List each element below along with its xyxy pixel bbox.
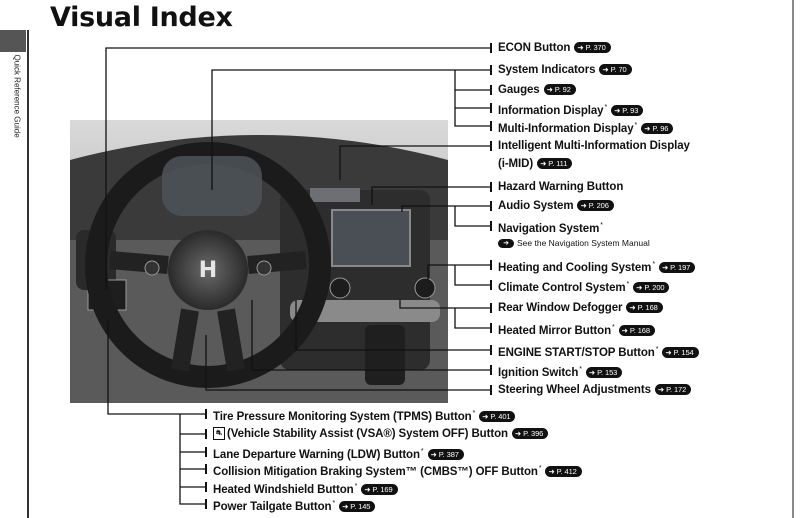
- page-ref-heating-cooling[interactable]: ➜P. 197: [658, 262, 696, 274]
- label-power-tailgate-button: Power Tailgate Button*➜P. 145: [213, 497, 376, 514]
- label-hazard-warning-button: Hazard Warning Button: [498, 181, 624, 193]
- page-title: Visual Index: [50, 2, 233, 33]
- label-heated-mirror-button: Heated Mirror Button*➜P. 168: [498, 321, 655, 338]
- label-ldw-button: Lane Departure Warning (LDW) Button*➜P. …: [213, 445, 464, 462]
- label-cmbs-off-button: Collision Mitigation Braking System™ (CM…: [213, 462, 582, 479]
- arrow-icon: ➜: [498, 239, 514, 249]
- label-heating-cooling-system: Heating and Cooling System*➜P. 197: [498, 258, 696, 275]
- label-navigation-system: Navigation System*: [498, 222, 603, 235]
- page-ref-gauges[interactable]: ➜P. 92: [543, 84, 576, 96]
- page-ref-engine-start[interactable]: ➜P. 154: [662, 347, 699, 359]
- navigation-manual-note[interactable]: ➜See the Navigation System Manual: [498, 237, 650, 249]
- page-ref-heated-windshield[interactable]: ➜P. 169: [361, 484, 398, 496]
- page-ref-cmbs[interactable]: ➜P. 412: [545, 466, 582, 478]
- page-ref-multi-information-display[interactable]: ➜P. 96: [641, 123, 674, 135]
- page-ref-ldw[interactable]: ➜P. 387: [427, 449, 464, 461]
- label-imid-line1: Intelligent Multi-Information Display: [498, 140, 690, 152]
- label-tpms-button: Tire Pressure Monitoring System (TPMS) B…: [213, 407, 516, 424]
- dashboard-photo: H: [70, 120, 448, 403]
- side-tab-marker: [0, 30, 26, 52]
- vsa-icon: ⛐: [213, 427, 225, 441]
- page-ref-climate-control[interactable]: ➜P. 200: [633, 282, 670, 294]
- page-ref-information-display[interactable]: ➜P. 93: [611, 105, 644, 117]
- label-vsa-off-button: ⛐(Vehicle Stability Assist (VSA®) System…: [213, 427, 549, 441]
- label-information-display: Information Display*➜P. 93: [498, 101, 644, 118]
- svg-text:H: H: [199, 258, 217, 283]
- page-ref-power-tailgate[interactable]: ➜P. 145: [339, 501, 376, 513]
- label-multi-information-display: Multi-Information Display*➜P. 96: [498, 119, 674, 136]
- page-ref-heated-mirror[interactable]: ➜P. 168: [618, 325, 655, 337]
- label-steering-wheel-adjustments: Steering Wheel Adjustments➜P. 172: [498, 383, 692, 397]
- right-border: [792, 0, 794, 518]
- page-ref-vsa[interactable]: ➜P. 396: [511, 428, 549, 440]
- label-climate-control-system: Climate Control System*➜P. 200: [498, 278, 670, 295]
- label-rear-window-defogger: Rear Window Defogger➜P. 168: [498, 301, 663, 315]
- label-ignition-switch: Ignition Switch*➜P. 153: [498, 363, 623, 380]
- page-ref-ignition-switch[interactable]: ➜P. 153: [585, 367, 623, 379]
- page-ref-system-indicators[interactable]: ➜P. 70: [599, 64, 632, 76]
- label-econ-button: ECON Button➜P. 370: [498, 41, 611, 55]
- page-ref-steering-adjust[interactable]: ➜P. 172: [654, 384, 692, 396]
- label-engine-start-stop-button: ENGINE START/STOP Button*➜P. 154: [498, 343, 699, 360]
- page-ref-econ[interactable]: ➜P. 370: [574, 42, 611, 54]
- page-ref-tpms[interactable]: ➜P. 401: [479, 411, 516, 423]
- page-ref-rear-defogger[interactable]: ➜P. 168: [626, 302, 663, 314]
- label-imid-line2: (i-MID)➜P. 111: [498, 157, 573, 171]
- page-ref-imid[interactable]: ➜P. 111: [537, 158, 573, 170]
- page-ref-audio-system[interactable]: ➜P. 206: [577, 200, 614, 212]
- label-heated-windshield-button: Heated Windshield Button*➜P. 169: [213, 480, 398, 497]
- label-gauges: Gauges➜P. 92: [498, 83, 576, 97]
- label-system-indicators: System Indicators➜P. 70: [498, 63, 632, 77]
- side-divider: [27, 30, 29, 518]
- label-audio-system: Audio System➜P. 206: [498, 199, 614, 213]
